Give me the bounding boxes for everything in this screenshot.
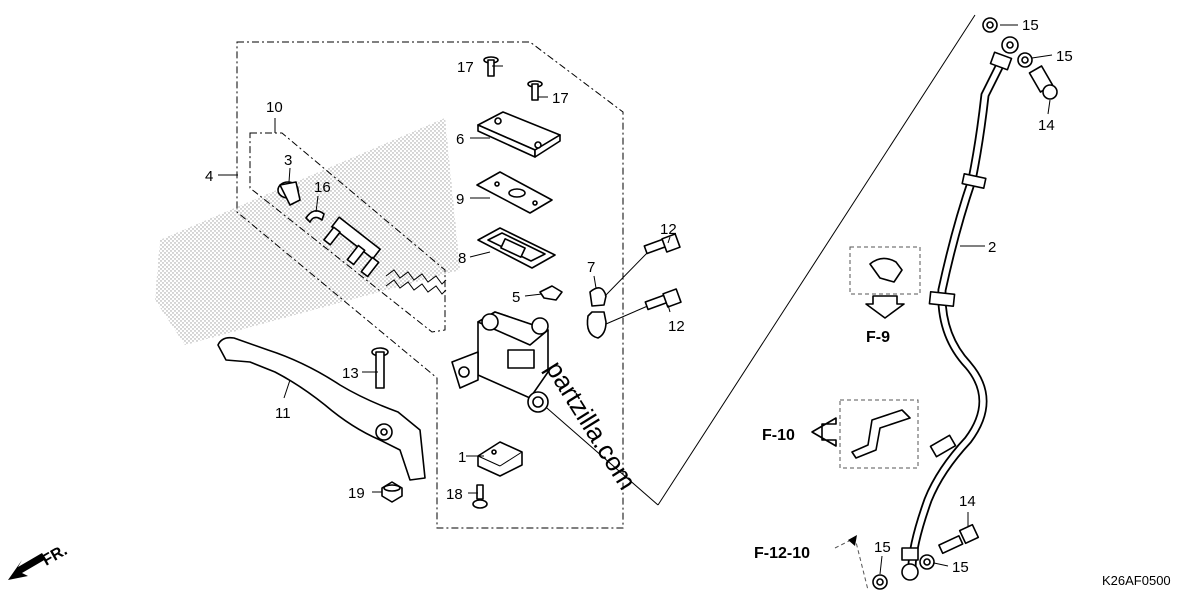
callout-15-c: 15 xyxy=(874,539,891,556)
bolt-12-a xyxy=(604,233,681,297)
callout-6: 6 xyxy=(456,131,464,148)
circlip-16 xyxy=(305,210,325,223)
diagram-code: K26AF0500 xyxy=(1102,573,1171,588)
callout-12-b: 12 xyxy=(668,318,685,335)
master-cylinder-body xyxy=(451,311,549,413)
ref-f10-box xyxy=(839,399,919,469)
holder-7 xyxy=(586,287,607,339)
callout-2: 2 xyxy=(988,239,996,256)
screw-18 xyxy=(472,484,488,509)
piston-set-outline xyxy=(249,132,446,333)
clip-5 xyxy=(539,285,563,301)
callout-10: 10 xyxy=(266,99,283,116)
callout-12-a: 12 xyxy=(660,221,677,238)
ref-f1210-leader xyxy=(834,537,869,591)
washer-15-a xyxy=(982,17,998,33)
ref-f1210-label[interactable]: F-12-10 xyxy=(754,545,810,562)
diaphragm-plate xyxy=(476,171,553,214)
callout-11: 11 xyxy=(275,405,291,422)
front-direction-arrow xyxy=(8,553,46,580)
ref-f9-label[interactable]: F-9 xyxy=(866,329,890,346)
callout-8: 8 xyxy=(458,250,466,267)
bolt-13 xyxy=(371,347,389,389)
ref-f10-label[interactable]: F-10 xyxy=(762,427,795,444)
stop-switch xyxy=(477,441,523,477)
callout-15-d: 15 xyxy=(952,559,969,576)
hose-leader xyxy=(539,401,659,506)
callout-3: 3 xyxy=(284,152,292,169)
bolt-12-b xyxy=(605,288,682,325)
callout-1: 1 xyxy=(458,449,466,466)
bolt-14-a xyxy=(1028,65,1058,100)
callout-4: 4 xyxy=(205,168,213,185)
boot-3 xyxy=(277,181,301,206)
callout-15-b: 15 xyxy=(1056,48,1073,65)
callout-leaders xyxy=(218,24,1053,575)
callout-9: 9 xyxy=(456,191,464,208)
nut-19 xyxy=(381,481,403,503)
brake-hose xyxy=(907,62,1005,569)
washer-15-d xyxy=(919,554,935,570)
callout-16: 16 xyxy=(314,179,331,196)
assembly-outline xyxy=(236,41,624,529)
callout-13: 13 xyxy=(342,365,359,382)
brake-lever xyxy=(217,336,426,481)
callout-7: 7 xyxy=(587,259,595,276)
ref-f9-box xyxy=(849,246,921,295)
callout-14-a: 14 xyxy=(1038,117,1055,134)
callout-17-a: 17 xyxy=(457,59,474,76)
reservoir-cap xyxy=(477,111,561,158)
hose-lower-fitting xyxy=(901,547,919,581)
diaphragm xyxy=(477,227,556,269)
washer-15-b xyxy=(1017,52,1033,68)
callout-14-b: 14 xyxy=(959,493,976,510)
lever-shadow xyxy=(155,118,460,345)
washer-15-c xyxy=(872,574,888,590)
bolt-14-b xyxy=(938,523,980,555)
callout-19: 19 xyxy=(348,485,365,502)
watermark: partzilla.com xyxy=(540,355,643,495)
callout-5: 5 xyxy=(512,289,520,306)
front-direction-label: FR. xyxy=(40,542,71,570)
callout-17-b: 17 xyxy=(552,90,569,107)
spring xyxy=(385,269,447,295)
piston xyxy=(323,216,381,278)
callout-18: 18 xyxy=(446,486,463,503)
callout-15-a: 15 xyxy=(1022,17,1039,34)
screw-17-a xyxy=(483,56,499,77)
hose-upper-fitting xyxy=(989,36,1019,71)
screw-17-b xyxy=(527,80,543,101)
